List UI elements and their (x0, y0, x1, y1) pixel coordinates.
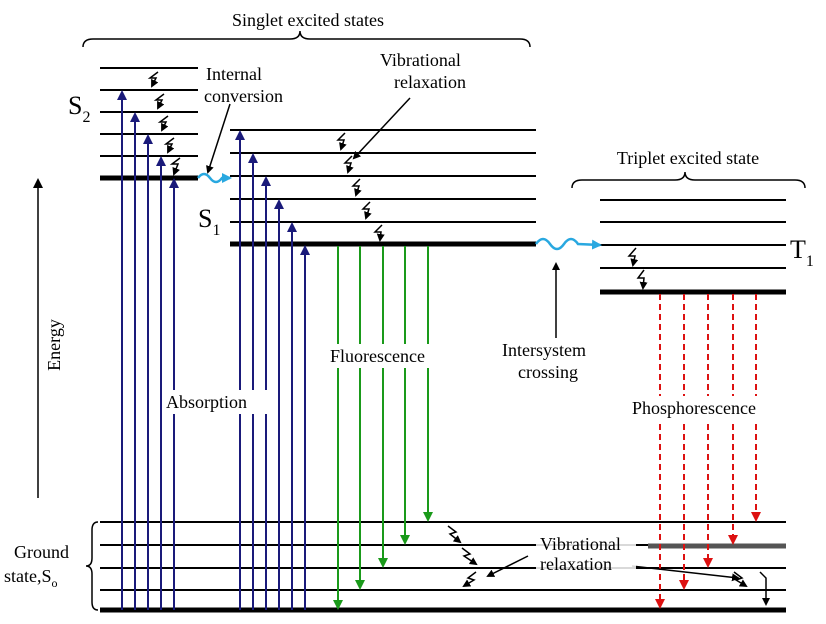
intersystem-label-1: Intersystem (502, 340, 586, 360)
singlet-brace (82, 30, 531, 48)
phosphorescence-label-bg (630, 396, 794, 420)
internal-conversion-label-2: conversion (204, 86, 283, 106)
pointer-arrows (206, 97, 740, 582)
singlet-label: Singlet excited states (232, 10, 384, 30)
ground-label-1: Ground (14, 542, 69, 562)
fluorescence-arrows (333, 246, 433, 610)
t1-label: T1 (790, 235, 814, 270)
intersystem-label-2: crossing (518, 362, 578, 382)
ground-label-2: state,So (4, 566, 58, 590)
absorption-label: Absorption (166, 392, 247, 412)
vibrational-bottom-label-2: relaxation (540, 554, 612, 574)
fluorescence-label: Fluorescence (330, 346, 425, 366)
s2-label: S2 (68, 91, 90, 126)
triplet-brace (571, 171, 806, 189)
vibrational-top-label-1: Vibrational (380, 50, 461, 70)
fluorescence-label-bg (326, 344, 454, 368)
ground-levels (100, 521, 786, 613)
absorption-label-bg (162, 390, 274, 414)
energy-label: Energy (44, 319, 64, 371)
s1-levels (230, 129, 536, 247)
internal-conversion-label-1: Internal (206, 64, 262, 84)
vibrational-top-label-2: relaxation (394, 72, 466, 92)
vibrational-bottom-label-bg (536, 532, 636, 574)
vibrational-relaxation-zigzags (147, 71, 770, 606)
crossing-waves (197, 172, 602, 251)
s1-label: S1 (198, 204, 220, 239)
ground-brace (85, 521, 99, 611)
absorption-arrows (117, 90, 310, 610)
triplet-label: Triplet excited state (617, 148, 759, 168)
phosphorescence-arrows (655, 294, 761, 609)
t1-levels (600, 199, 786, 295)
phosphorescence-label: Phosphorescence (632, 398, 756, 418)
vibrational-bottom-label-1: Vibrational (540, 534, 621, 554)
